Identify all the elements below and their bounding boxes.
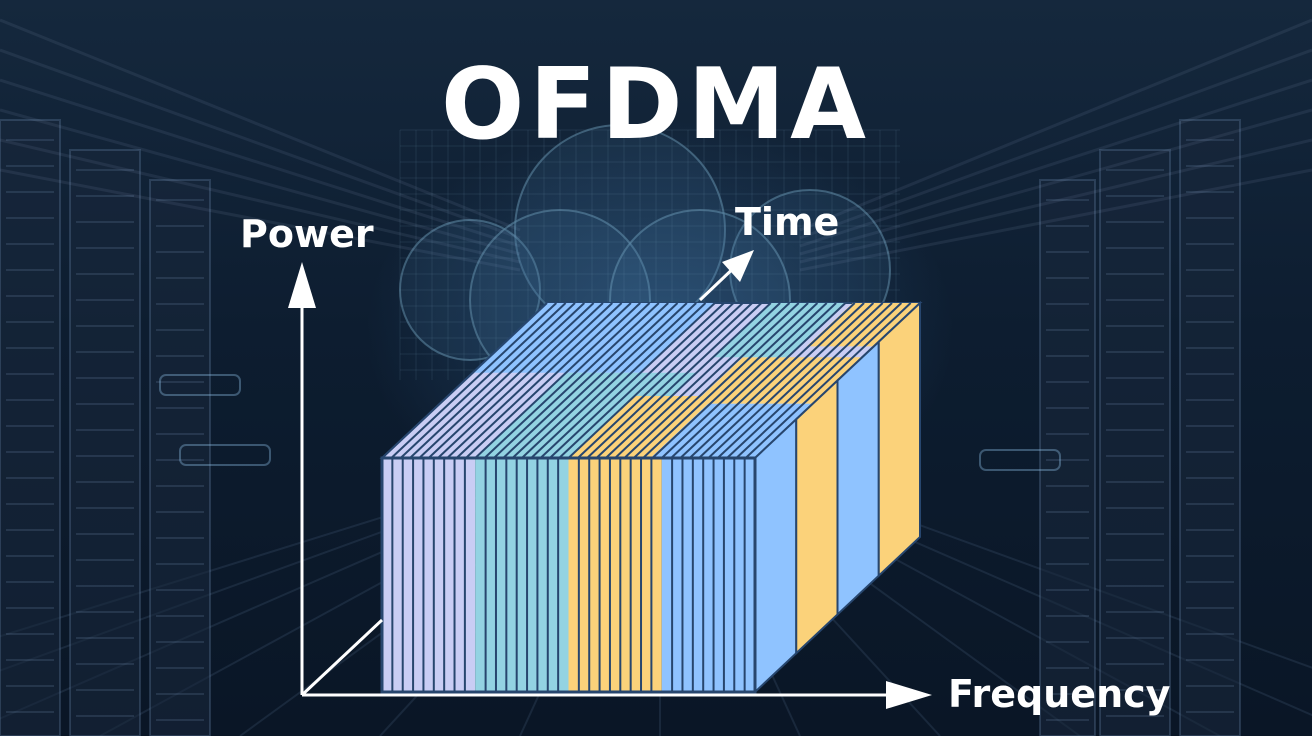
top-resource-block [693,357,863,404]
top-subcarrier-line [483,302,651,459]
top-subcarrier-line [427,302,595,459]
front-resource-block [475,458,569,692]
ceiling-beam [0,48,521,240]
ceiling-beam [799,168,1312,272]
ceiling-beam [799,78,1312,248]
circuit-trace [979,449,1061,471]
top-subcarrier-line [502,302,669,459]
top-subcarrier-line [623,302,791,459]
side-resource-block [795,378,839,656]
top-subcarrier-line [437,302,604,459]
circuit-trace [159,374,241,396]
server-rack [69,149,141,736]
server-rack [0,119,61,736]
side-resource-block [877,300,921,579]
top-subcarrier-line [549,302,716,459]
ceiling-beam [799,48,1312,240]
power-arrow-icon [288,262,316,308]
side-resource-block [836,339,880,617]
top-subcarrier-line [689,302,856,459]
cube-front-outline [380,456,757,694]
ceiling-beam [799,108,1312,256]
top-subcarrier-line [698,302,865,459]
ceiling-beam [799,138,1312,264]
top-resource-block [806,303,920,347]
top-subcarrier-line [511,302,679,459]
top-subcarrier-line [661,302,828,459]
top-resource-block [568,396,717,458]
top-subcarrier-line [614,302,781,459]
axes [288,250,932,709]
top-subcarrier-line [605,302,772,459]
server-rack [149,179,211,736]
top-subcarrier-line [651,302,819,459]
server-rack [1179,119,1241,736]
ceiling-beam [0,168,521,272]
ceiling-beam [0,138,521,264]
front-resource-block [382,458,476,692]
top-subcarrier-line [455,302,623,459]
side-resource-block [754,416,798,695]
top-subcarrier-line [409,302,576,459]
top-subcarrier-line [670,302,837,459]
top-subcarrier-line [567,302,735,459]
frequency-arrow-icon [886,681,932,709]
top-subcarrier-line [521,302,688,459]
front-resource-block [661,458,755,692]
time-axis-lower [300,618,384,697]
top-resource-block [650,403,813,458]
top-subcarrier-line [465,302,632,459]
top-subcarrier-line [530,302,697,459]
ceiling-beam [799,18,1312,232]
top-subcarrier-line [735,302,903,459]
server-rack [1099,149,1171,736]
top-subcarrier-line [633,302,800,459]
top-subcarrier-line [577,302,744,459]
top-subcarrier-line [474,302,641,459]
top-subcarrier-line [390,302,558,459]
page-title: OFDMA [441,48,871,162]
frequency-axis-label: Frequency [948,672,1171,716]
top-subcarrier-line [586,302,753,459]
server-rack [1039,179,1096,736]
top-subcarrier-line [679,302,847,459]
top-subcarrier-line [726,302,893,459]
front-resource-block [568,458,662,692]
ceiling-beam [0,78,521,248]
top-subcarrier-line [446,302,613,459]
top-subcarrier-line [707,302,875,459]
top-subcarrier-line [642,302,809,459]
top-subcarrier-line [399,302,567,459]
top-subcarrier-line [717,302,884,459]
top-subcarrier-line [558,302,725,459]
cloud-lobe [399,219,541,361]
top-subcarrier-line [595,302,763,459]
resource-cube [379,300,923,695]
time-arrow-icon [722,250,754,282]
time-axis-label: Time [735,200,840,244]
power-axis-label: Power [240,212,374,256]
circuit-trace [179,444,271,466]
top-subcarrier-line [493,302,660,459]
top-subcarrier-line [418,302,585,459]
top-subcarrier-line [539,302,707,459]
top-subcarrier-line [744,302,912,459]
top-subcarrier-line [381,302,548,459]
ceiling-beam [0,18,521,232]
ceiling-beam [0,108,521,256]
